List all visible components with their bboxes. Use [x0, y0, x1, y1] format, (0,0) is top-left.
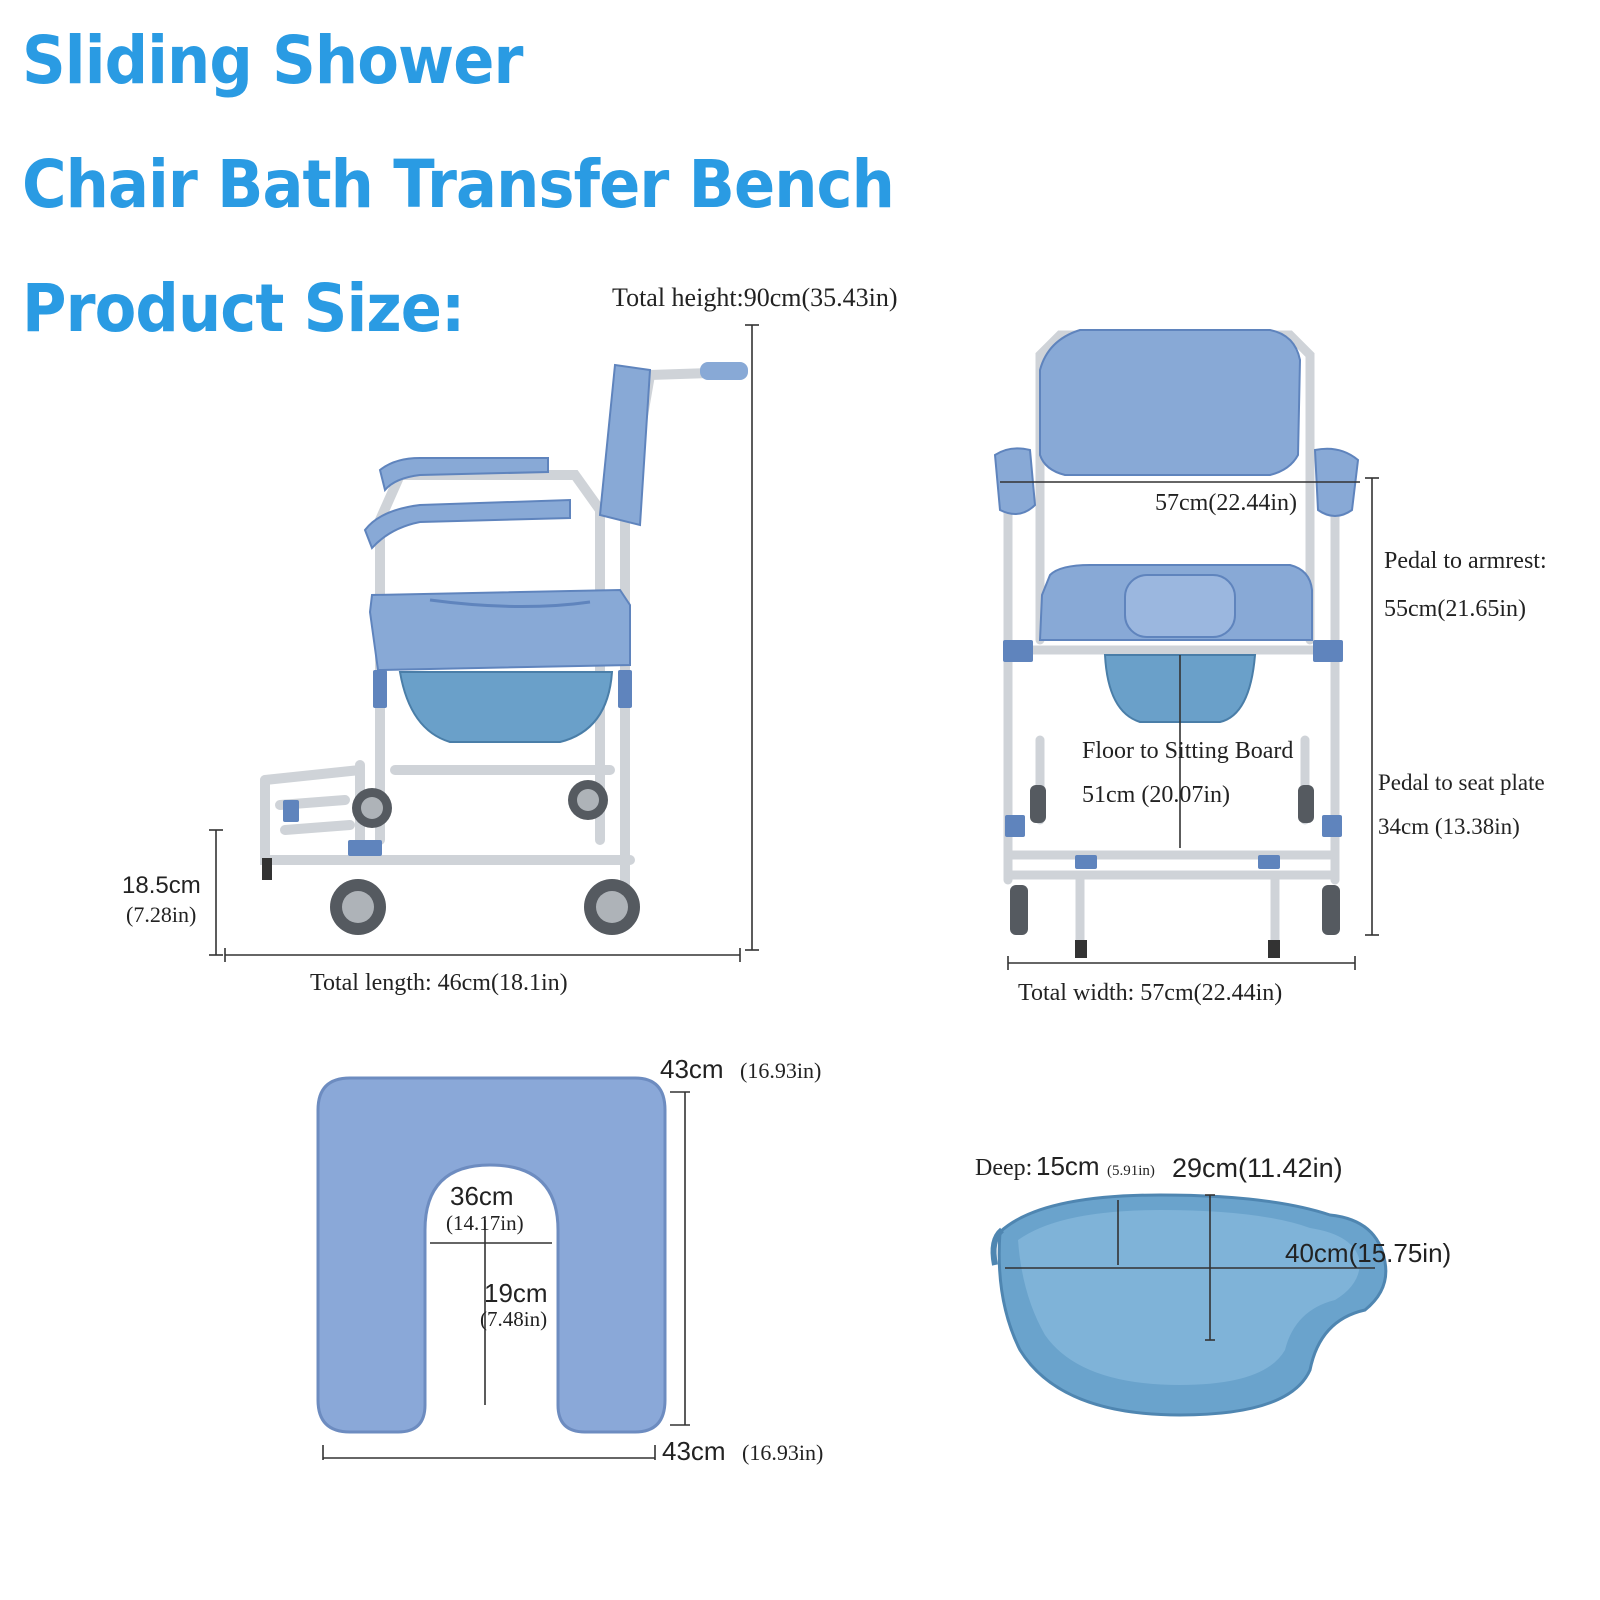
u-shaped-cushion [316, 1076, 667, 1434]
bucket-dimension-lines [1005, 1194, 1375, 1341]
floor-to-board-label: Floor to Sitting Board [1082, 738, 1293, 764]
total-height-label: Total height:90cm(35.43in) [612, 283, 898, 312]
bucket-deep-in: (5.91in) [1107, 1163, 1155, 1179]
bucket-length-label: 40cm(15.75in) [1285, 1238, 1451, 1268]
side-dimension-lines [209, 324, 759, 962]
side-view-chair [260, 362, 748, 935]
commode-bucket [990, 1193, 1388, 1417]
bucket-deep-cm: 15cm [1036, 1151, 1100, 1181]
opening-width-cm: 36cm [450, 1181, 514, 1211]
pedal-to-armrest-label: Pedal to armrest: [1384, 548, 1547, 574]
cushion-height-cm: 43cm [660, 1054, 724, 1084]
total-length-label: Total length: 46cm(18.1in) [310, 970, 568, 996]
side-bucket [398, 671, 614, 743]
opening-depth-in: (7.48in) [480, 1307, 547, 1331]
title-line-2: Chair Bath Transfer Bench [22, 146, 895, 223]
seat-cushion [316, 1076, 667, 1434]
cushion-height-in: (16.93in) [740, 1058, 821, 1083]
pedal-to-armrest-value: 55cm(21.65in) [1384, 596, 1526, 622]
front-view-chair [993, 329, 1360, 958]
title-line-1: Sliding Shower [22, 22, 523, 99]
side-seat [368, 588, 631, 672]
cushion-dimension-lines [322, 1091, 690, 1460]
pedal-to-seat-value: 34cm (13.38in) [1378, 814, 1520, 839]
product-size-heading: Product Size: [22, 270, 465, 347]
pedal-height-cm: 18.5cm [122, 872, 201, 899]
total-width-label: Total width: 57cm(22.44in) [1018, 980, 1282, 1006]
seat-width-label: 57cm(22.44in) [1155, 490, 1297, 516]
armrest-front [363, 498, 571, 550]
bucket-width-label: 29cm(11.42in) [1172, 1153, 1343, 1183]
side-casters [262, 780, 640, 935]
push-handle [700, 362, 748, 380]
front-backrest [1039, 329, 1302, 476]
cushion-width-cm: 43cm [662, 1436, 726, 1466]
cushion-width-in: (16.93in) [742, 1440, 823, 1465]
front-dimension-lines [1000, 477, 1379, 970]
opening-depth-cm: 19cm [484, 1278, 548, 1308]
armrest-back [378, 457, 549, 493]
bucket-deep-label: Deep: [975, 1155, 1032, 1181]
front-armrest-left [993, 447, 1037, 515]
pedal-to-seat-label: Pedal to seat plate [1378, 770, 1545, 795]
floor-to-board-value: 51cm (20.07in) [1082, 782, 1230, 808]
pedal-height-in: (7.28in) [126, 902, 196, 927]
opening-width-in: (14.17in) [446, 1211, 524, 1235]
backrest [598, 363, 652, 527]
